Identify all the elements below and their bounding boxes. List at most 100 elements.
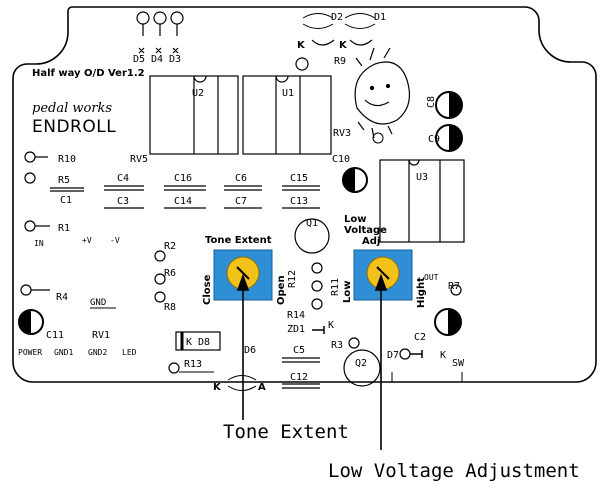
label-d3: D3 (169, 54, 181, 65)
lowv-trimmer-left: Low (342, 281, 353, 303)
label-d1: D1 (374, 12, 386, 23)
cap-c8 (435, 91, 463, 119)
label-c10: C10 (332, 154, 350, 165)
label-q1: Q1 (306, 218, 318, 229)
cap-c11 (18, 309, 44, 335)
label-u2: U2 (192, 88, 204, 99)
label-c13: C13 (290, 196, 308, 207)
label-k-zd: K (328, 320, 334, 331)
board-title: Half way O/D Ver1.2 (32, 68, 145, 79)
label-d2: D2 (331, 12, 343, 23)
label-c8: C8 (426, 96, 437, 108)
film-caps (104, 185, 320, 209)
label-c11: C11 (46, 330, 64, 341)
label-k-2: K (339, 40, 348, 51)
label-d8: D8 (198, 337, 210, 348)
label-r10: R10 (58, 154, 76, 165)
label-power: POWER (18, 348, 42, 357)
label-in: IN (34, 239, 44, 248)
tone-trimmer-slot (236, 266, 250, 280)
ic-u1 (242, 75, 332, 155)
brand-line-2: ENDROLL (32, 117, 116, 137)
footswitch-outline (391, 372, 463, 383)
left-resistor-pads (24, 151, 84, 232)
lowv-trimmer-right: Hight (416, 277, 427, 308)
label-c15: C15 (290, 173, 308, 184)
label-out: OUT (424, 273, 439, 282)
callout-arrow-tone (236, 273, 250, 420)
label-c2: C2 (414, 332, 426, 343)
label-minus-v: -V (110, 236, 120, 245)
callout-arrow-lowv (374, 273, 388, 450)
diode-k-marks (295, 39, 373, 71)
label-rv3: RV3 (333, 128, 351, 139)
zener-mark (312, 326, 325, 334)
label-c6: C6 (235, 173, 247, 184)
label-u3: U3 (416, 172, 428, 183)
label-r3: R3 (331, 340, 343, 351)
label-c14: C14 (174, 196, 192, 207)
label-gnd: GND (90, 298, 106, 308)
ic-u2 (149, 75, 239, 155)
label-r14: R14 (287, 310, 305, 321)
label-c1: C1 (60, 195, 72, 206)
label-rv5: RV5 (130, 154, 148, 165)
label-k-sw: K (440, 350, 446, 361)
label-r9: R9 (334, 56, 346, 67)
label-r12: R12 (287, 270, 298, 288)
label-r2: R2 (164, 241, 176, 252)
led-group-top (136, 11, 184, 54)
label-c12: C12 (290, 372, 308, 383)
cap-c2 (434, 308, 462, 336)
lowv-label-3: Adj (362, 236, 380, 247)
label-k-1: K (297, 40, 306, 51)
label-c7: C7 (235, 196, 247, 207)
label-r5: R5 (58, 175, 70, 186)
lowv-label-1: Low (344, 214, 366, 225)
lowv-label-2: Voltage (344, 225, 387, 236)
label-led: LED (122, 348, 137, 357)
tone-trimmer-left: Close (202, 274, 213, 305)
label-r6: R6 (164, 268, 176, 279)
label-c9: C9 (428, 134, 440, 145)
label-u1: U1 (282, 88, 294, 99)
transistor-q2 (343, 349, 381, 387)
label-r7: R7 (448, 281, 460, 292)
label-plus-v: +V (82, 236, 92, 245)
brand-line-1: pedal works (32, 101, 112, 116)
label-d4: D4 (151, 54, 163, 65)
label-d6: D6 (244, 345, 256, 356)
label-d5: D5 (133, 54, 145, 65)
label-rv1: RV1 (92, 330, 110, 341)
label-r8: R8 (164, 302, 176, 313)
diode-d8 (175, 331, 221, 351)
caps-c5-c12 (282, 357, 320, 389)
label-r11: R11 (330, 278, 341, 296)
ic-u3 (379, 159, 465, 243)
diode-d7-mark (410, 350, 423, 358)
label-r4: R4 (56, 292, 68, 303)
label-k-d8: K (186, 337, 192, 348)
tone-trimmer-title: Tone Extent (205, 235, 272, 246)
label-d7: D7 (387, 350, 399, 361)
callout-label-tone: Tone Extent (223, 421, 349, 443)
label-gnd2: GND2 (88, 348, 107, 357)
cap-c9 (435, 124, 463, 152)
transistor-q1 (294, 218, 330, 254)
lowv-trimmer-slot (376, 266, 390, 280)
diode-d2-d1 (302, 13, 376, 29)
tone-trimmer-right: Open (276, 275, 287, 305)
label-c4: C4 (117, 173, 129, 184)
label-k-d6: K (213, 382, 222, 393)
label-r1: R1 (58, 223, 70, 234)
label-gnd1: GND1 (54, 348, 73, 357)
label-q2: Q2 (355, 358, 367, 369)
label-c5: C5 (293, 345, 305, 356)
label-c3: C3 (117, 196, 129, 207)
callout-label-lowv: Low Voltage Adjustment (328, 460, 580, 482)
label-zd1: ZD1 (287, 324, 305, 335)
label-sw: SW (452, 358, 465, 369)
label-a-d6: A (258, 382, 266, 393)
label-c16: C16 (174, 173, 192, 184)
